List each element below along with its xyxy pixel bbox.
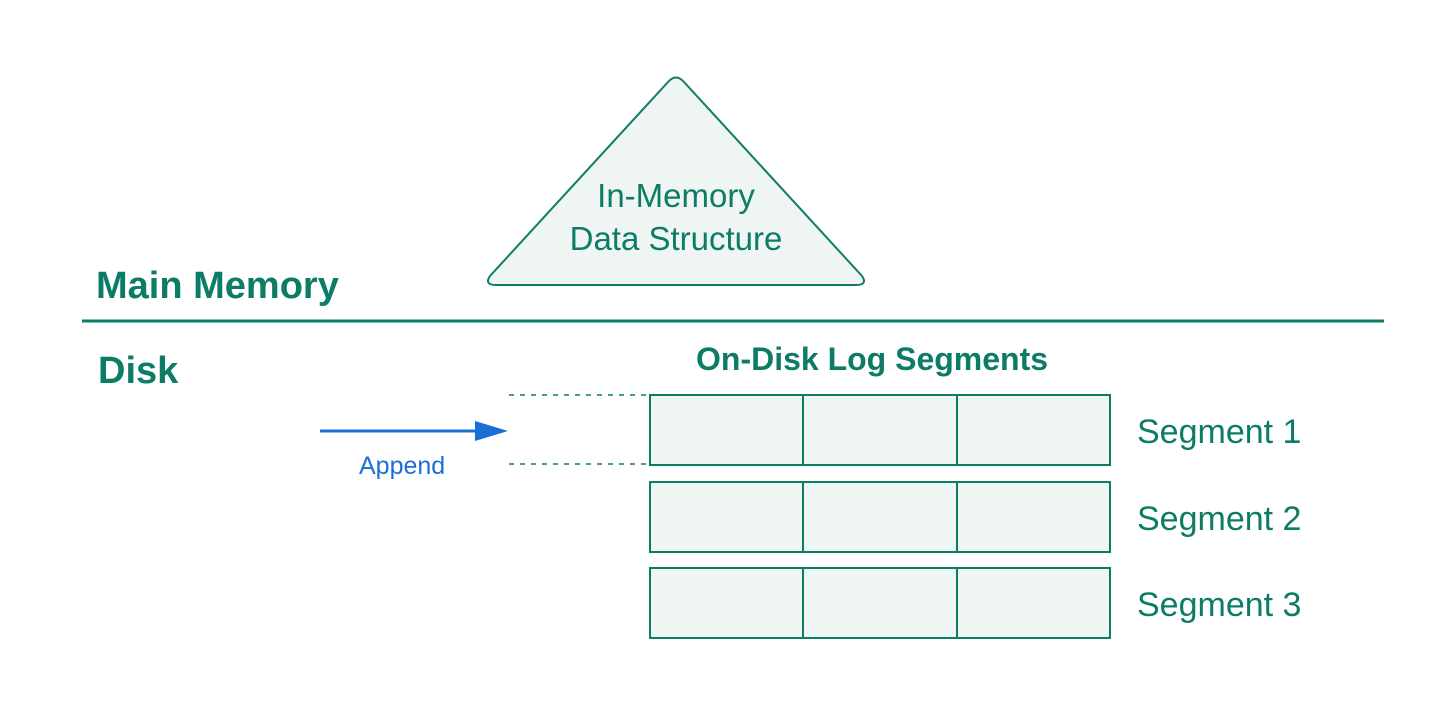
right-arrow-icon xyxy=(320,421,508,441)
append-label: Append xyxy=(359,452,446,480)
segment-cell xyxy=(958,569,1109,637)
segment-cell xyxy=(804,569,958,637)
in-memory-line-1: In-Memory xyxy=(597,177,755,214)
main-memory-label: Main Memory xyxy=(96,265,339,307)
segment-cell xyxy=(958,483,1109,551)
in-memory-line-2: Data Structure xyxy=(569,220,783,257)
in-memory-triangle xyxy=(487,76,865,286)
in-memory-structure-label: In-Memory Data Structure xyxy=(526,174,826,260)
segment-cell xyxy=(651,569,805,637)
segment-3-row xyxy=(649,567,1111,639)
segment-cell xyxy=(958,396,1109,464)
segment-cell xyxy=(804,396,958,464)
segment-2-label: Segment 2 xyxy=(1137,500,1302,538)
log-segments-title: On-Disk Log Segments xyxy=(696,341,1049,377)
segment-cell xyxy=(651,483,805,551)
disk-label: Disk xyxy=(98,350,179,392)
segment-cell xyxy=(804,483,958,551)
segment-3-label: Segment 3 xyxy=(1137,586,1302,624)
segment-2-row xyxy=(649,481,1111,553)
segment-cell xyxy=(651,396,805,464)
segment-1-row xyxy=(649,394,1111,466)
segment-1-label: Segment 1 xyxy=(1137,413,1302,451)
